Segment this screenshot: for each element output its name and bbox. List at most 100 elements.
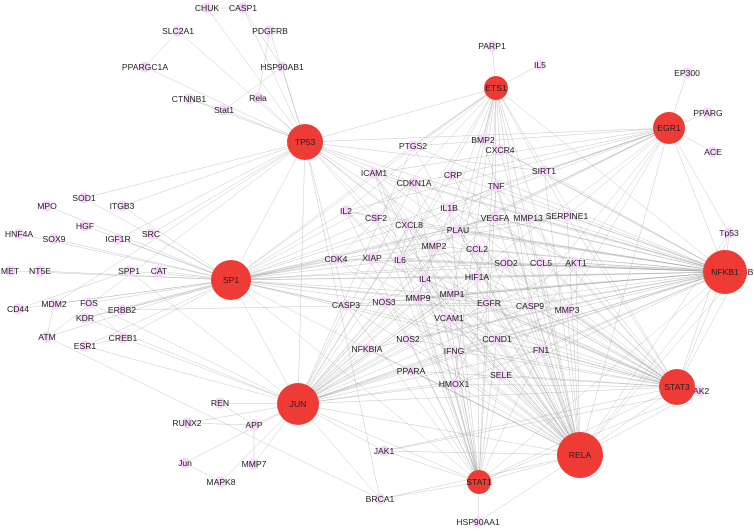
node-circle[interactable] [139, 61, 151, 73]
node-circle[interactable] [145, 228, 157, 240]
node-circle[interactable] [394, 254, 406, 266]
gene-node-sox9[interactable]: SOX9 [43, 233, 66, 245]
node-circle[interactable] [723, 227, 735, 239]
node-circle[interactable] [484, 76, 508, 100]
node-circle[interactable] [524, 300, 536, 312]
node-circle[interactable] [534, 59, 546, 71]
gene-node-jak1[interactable]: JAK1 [374, 445, 395, 457]
node-circle[interactable] [183, 93, 195, 105]
node-circle[interactable] [276, 61, 288, 73]
hub-node-nfkb1[interactable]: NFKB1 [703, 250, 747, 294]
gene-node-ccl5[interactable]: CCL5 [530, 257, 552, 269]
gene-node-xiap[interactable]: XIAP [362, 252, 382, 264]
node-circle[interactable] [252, 92, 264, 104]
gene-node-egfr[interactable]: EGFR [477, 297, 501, 309]
gene-node-ren[interactable]: REN [211, 397, 229, 409]
gene-node-mmp7[interactable]: MMP7 [242, 458, 267, 470]
gene-node-cd44[interactable]: CD44 [7, 303, 29, 315]
node-circle[interactable] [201, 2, 213, 14]
gene-node-esr1[interactable]: ESR1 [74, 340, 97, 352]
node-circle[interactable] [79, 312, 91, 324]
gene-node-casp3[interactable]: CASP3 [332, 299, 360, 311]
node-circle[interactable] [330, 253, 342, 265]
node-circle[interactable] [211, 260, 251, 300]
node-circle[interactable] [34, 265, 46, 277]
node-circle[interactable] [218, 104, 230, 116]
node-circle[interactable] [48, 233, 60, 245]
node-circle[interactable] [340, 299, 352, 311]
node-circle[interactable] [378, 445, 390, 457]
node-circle[interactable] [447, 169, 459, 181]
hub-node-egr1[interactable]: EGR1 [653, 112, 685, 144]
gene-node-sirt1[interactable]: SIRT1 [532, 165, 556, 177]
node-circle[interactable] [500, 257, 512, 269]
gene-node-erbb2[interactable]: ERBB2 [108, 304, 136, 316]
node-circle[interactable] [172, 25, 184, 37]
gene-node-runx2[interactable]: RUNX2 [172, 417, 202, 429]
node-circle[interactable] [264, 25, 276, 37]
gene-node-ppara[interactable]: PPARA [397, 365, 426, 377]
gene-node-hif1a[interactable]: HIF1A [465, 271, 490, 283]
gene-node-ctnnb1[interactable]: CTNNB1 [172, 93, 207, 105]
node-circle[interactable] [681, 67, 693, 79]
gene-node-cxcr4[interactable]: CXCR4 [485, 144, 515, 156]
node-circle[interactable] [561, 304, 573, 316]
gene-node-plau[interactable]: PLAU [447, 224, 469, 236]
node-circle[interactable] [214, 397, 226, 409]
hub-node-stat1[interactable]: STAT1 [466, 470, 492, 494]
gene-node-rela[interactable]: Rela [249, 92, 267, 104]
node-circle[interactable] [471, 243, 483, 255]
gene-node-nos3[interactable]: NOS3 [372, 296, 396, 308]
gene-node-met[interactable]: MET [1, 265, 20, 277]
node-circle[interactable] [535, 344, 547, 356]
node-circle[interactable] [659, 369, 695, 405]
gene-node-serpine1[interactable]: SERPINE1 [546, 210, 589, 222]
gene-node-bmp2[interactable]: BMP2 [471, 134, 495, 146]
gene-node-igf1r[interactable]: IGF1R [105, 233, 131, 245]
gene-node-sod2[interactable]: SOD2 [494, 257, 518, 269]
node-circle[interactable] [12, 303, 24, 315]
node-circle[interactable] [477, 134, 489, 146]
gene-node-mmp9[interactable]: MMP9 [406, 292, 431, 304]
hub-node-sp1[interactable]: SP1 [211, 260, 251, 300]
node-circle[interactable] [653, 112, 685, 144]
gene-node-cdkn1a[interactable]: CDKN1A [397, 177, 432, 189]
node-circle[interactable] [181, 417, 193, 429]
gene-node-chuk[interactable]: CHUK [195, 2, 220, 14]
node-circle[interactable] [374, 493, 386, 505]
gene-node-ace[interactable]: ACE [704, 146, 722, 158]
node-circle[interactable] [366, 252, 378, 264]
gene-node-slc2a1[interactable]: SLC2A1 [162, 25, 194, 37]
node-circle[interactable] [467, 470, 491, 494]
node-circle[interactable] [471, 271, 483, 283]
gene-node-ppargc1a[interactable]: PPARGC1A [122, 61, 168, 73]
gene-node-pparg[interactable]: PPARG [693, 107, 723, 119]
node-circle[interactable] [495, 369, 507, 381]
node-circle[interactable] [408, 177, 420, 189]
gene-node-mpo[interactable]: MPO [37, 200, 57, 212]
gene-node-il4[interactable]: IL4 [419, 273, 431, 285]
gene-node-casp1[interactable]: CASP1 [229, 2, 257, 14]
gene-node-cdk4[interactable]: CDK4 [325, 253, 348, 265]
gene-node-crp[interactable]: CRP [444, 169, 462, 181]
gene-node-csf2[interactable]: CSF2 [365, 212, 387, 224]
node-circle[interactable] [494, 144, 506, 156]
node-circle[interactable] [368, 167, 380, 179]
node-circle[interactable] [370, 212, 382, 224]
node-circle[interactable] [116, 304, 128, 316]
node-circle[interactable] [112, 233, 124, 245]
gene-node-il1b[interactable]: IL1B [440, 202, 458, 214]
gene-node-brca1[interactable]: BRCA1 [366, 493, 395, 505]
gene-node-stat1[interactable]: Stat1 [214, 104, 234, 116]
gene-node-cat[interactable]: CAT [151, 265, 168, 277]
hub-node-rela[interactable]: RELA [557, 432, 603, 478]
gene-node-spp1[interactable]: SPP1 [118, 265, 140, 277]
gene-node-tp53[interactable]: Tp53 [719, 227, 739, 239]
gene-node-ep300[interactable]: EP300 [674, 67, 700, 79]
gene-node-vcam1[interactable]: VCAM1 [434, 312, 464, 324]
node-circle[interactable] [403, 219, 415, 231]
node-circle[interactable] [535, 257, 547, 269]
node-circle[interactable] [4, 265, 16, 277]
gene-node-cxcl8[interactable]: CXCL8 [395, 219, 423, 231]
hub-node-jun[interactable]: JUN [277, 383, 319, 425]
